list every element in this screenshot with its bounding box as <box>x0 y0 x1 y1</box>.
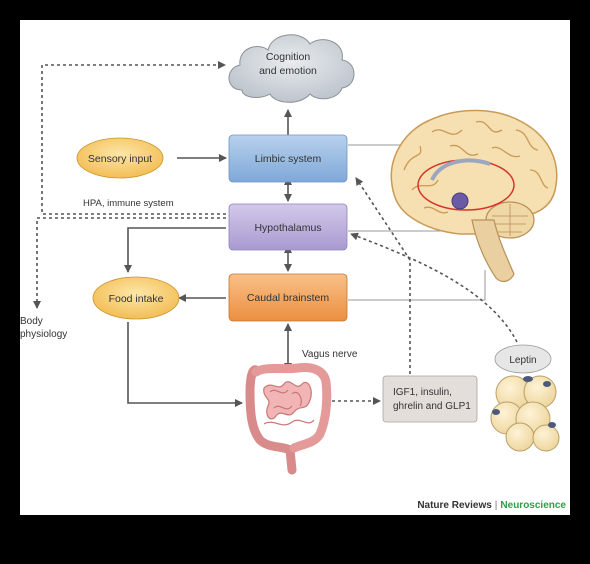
dashed-connectors <box>33 61 518 405</box>
diagram-canvas: Cognition and emotion Sensory input Limb… <box>20 34 560 475</box>
limbic-system-label: Limbic system <box>255 153 322 165</box>
vagus-nerve-label: Vagus nerve <box>302 349 358 360</box>
body-label-2: physiology <box>20 329 67 340</box>
hypothalamus-node: Hypothalamus <box>228 203 348 251</box>
sensory-input-node: Sensory input <box>76 137 164 179</box>
caudal-brainstem-label: Caudal brainstem <box>247 292 330 304</box>
connectors <box>124 109 486 407</box>
dashed-hpa-to-cognition <box>41 61 226 215</box>
dashed-hormones-to-limbic <box>355 177 411 374</box>
credit-journal: Nature Reviews <box>417 500 492 511</box>
food-intake-node: Food intake <box>92 276 180 320</box>
cognition-label-2: and emotion <box>259 65 317 77</box>
fat-cells-illustration <box>490 375 560 452</box>
dashed-leptin-to-hypothalamus <box>350 232 518 343</box>
hypothalamus-label: Hypothalamus <box>254 222 321 234</box>
credit-section: Neuroscience <box>500 500 566 511</box>
cognition-cloud: Cognition and emotion <box>228 34 355 103</box>
food-intake-label: Food intake <box>109 293 164 305</box>
body-label-1: Body <box>20 316 43 327</box>
hpa-label: HPA, immune system <box>83 198 174 209</box>
leptin-label: Leptin <box>509 355 536 366</box>
credit-separator: | <box>494 500 498 511</box>
figure-panel: Cognition and emotion Sensory input Limb… <box>20 20 570 515</box>
sensory-input-label: Sensory input <box>88 153 152 165</box>
hormones-node: IGF1, insulin, ghrelin and GLP1 <box>382 375 478 423</box>
intestine-illustration <box>245 363 332 475</box>
caudal-brainstem-node: Caudal brainstem <box>228 273 348 322</box>
brain-illustration <box>390 109 558 283</box>
leptin-node: Leptin <box>494 344 552 374</box>
arrow-hypothalamus-to-food <box>124 227 226 273</box>
hormones-label-2: ghrelin and GLP1 <box>393 401 471 412</box>
hormones-label-1: IGF1, insulin, <box>393 387 452 398</box>
publisher-credit: Nature Reviews|Neuroscience <box>417 500 566 511</box>
arrow-food-to-gut <box>127 322 243 407</box>
limbic-system-node: Limbic system <box>228 134 348 183</box>
cognition-label-1: Cognition <box>266 51 311 63</box>
dashed-hypothalamus-to-body <box>33 217 226 309</box>
brain-link-brainstem <box>348 270 486 301</box>
